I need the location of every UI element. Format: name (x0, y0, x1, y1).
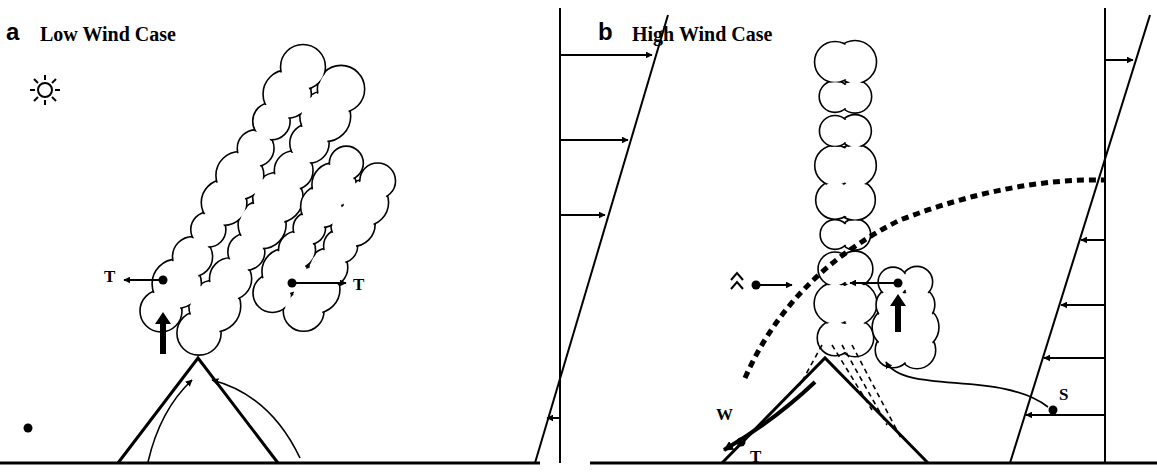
cloud (814, 40, 877, 356)
parcel-label: T (104, 268, 115, 285)
drawing-part (319, 67, 363, 111)
panel-letter: a (6, 20, 19, 44)
wind-profile (535, 8, 668, 463)
drawing-part (590, 462, 1157, 465)
drawing-part (361, 165, 394, 198)
motion-arrows (24, 276, 1058, 447)
drawing-part (560, 139, 628, 141)
drawing-part (886, 362, 1048, 407)
drawing-part (820, 220, 850, 250)
drawing-part (1104, 8, 1106, 463)
drawing-part (1105, 59, 1133, 61)
air-parcel (1049, 406, 1058, 415)
wind-profile (1010, 8, 1150, 463)
drawing-part (817, 182, 852, 217)
drawing-part (731, 273, 743, 280)
flow-arrows (724, 273, 1048, 450)
gust-front (745, 180, 1105, 440)
drawing-part (34, 97, 38, 101)
drawing-part (822, 221, 849, 248)
drawing-part (560, 214, 605, 216)
drawing-part (800, 345, 822, 385)
drawing-part (816, 43, 854, 81)
drawing-part (560, 54, 652, 56)
cloud (872, 266, 939, 368)
clouds (140, 40, 939, 368)
drawing-part (148, 380, 192, 462)
air-parcel (24, 424, 33, 433)
motion-arrow (292, 282, 346, 284)
drawing-part (38, 83, 52, 97)
sun-symbol (30, 75, 60, 105)
drawing-part (903, 268, 931, 296)
drawing-part (1061, 304, 1105, 306)
drawing-part (547, 417, 560, 419)
drawing-part (832, 345, 872, 410)
drawing-part (535, 15, 668, 463)
air-parcel (737, 438, 746, 447)
drawing-part (1010, 15, 1150, 463)
drawing-part (821, 117, 849, 145)
drawing-part (745, 180, 1105, 378)
motion-arrow (124, 279, 163, 281)
drawing-part (731, 282, 743, 289)
panel-title: Low Wind Case (40, 24, 176, 44)
panel-letter: b (598, 20, 613, 44)
drawing-part (821, 82, 849, 110)
cloud (140, 44, 365, 355)
drawing-part (212, 380, 300, 458)
drawing-part (55, 89, 60, 91)
parcel-label: T (353, 276, 364, 293)
drawing-part (819, 322, 851, 354)
cloud (253, 146, 396, 331)
drawing-part (44, 75, 46, 80)
drawing-part (282, 46, 324, 88)
drawing-part (1044, 357, 1105, 359)
parcel-label: W (716, 406, 733, 423)
updraft-arrow (890, 294, 906, 332)
drawing-part (816, 147, 853, 184)
drawing-part (331, 148, 362, 179)
drawing-part (852, 345, 902, 440)
drawing-part (842, 345, 887, 425)
motion-arrow (850, 282, 898, 284)
parcel-label: T (750, 448, 761, 465)
drawing-part (34, 79, 38, 83)
drawing-part (30, 89, 35, 91)
drawing-part (44, 100, 46, 105)
drawing-part (52, 79, 56, 83)
drawing-part (0, 462, 540, 465)
drawing-part (52, 97, 56, 101)
terrain (0, 358, 1157, 463)
drawing-part (118, 358, 278, 463)
updraft-arrow (155, 312, 171, 354)
motion-arrow (756, 284, 792, 286)
flow-arrows (148, 380, 300, 462)
drawing-part (1026, 414, 1105, 416)
drawing-part (1081, 239, 1105, 241)
panel-title: High Wind Case (632, 24, 772, 44)
drawing-part (559, 8, 561, 463)
parcel-label: S (1059, 386, 1068, 403)
drawing-part (724, 382, 815, 450)
drawing-part (816, 284, 855, 323)
